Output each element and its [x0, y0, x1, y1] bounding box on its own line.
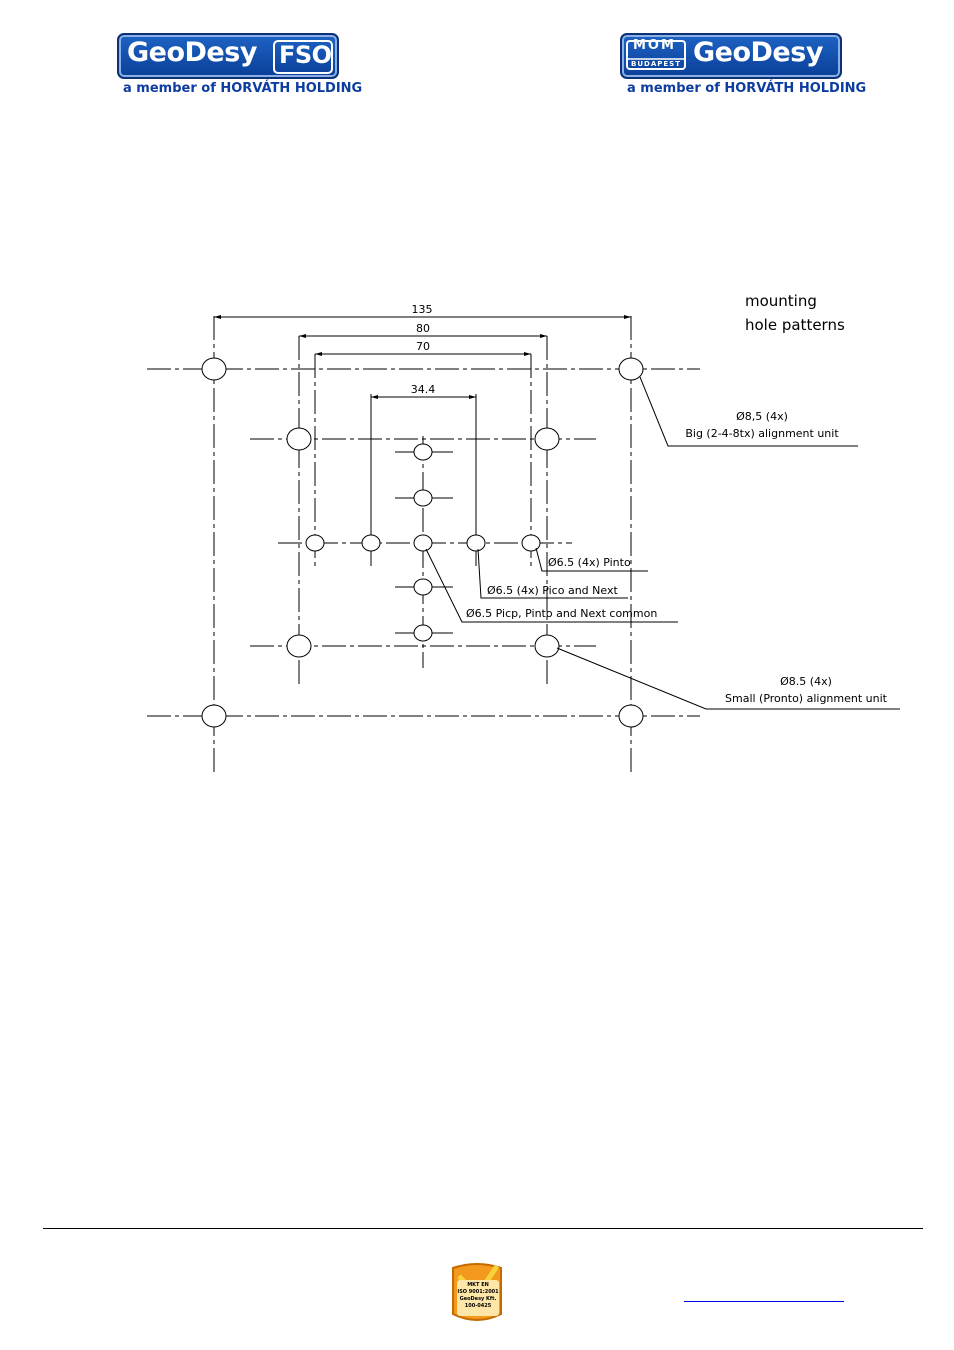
hole-pico-right — [466, 534, 486, 552]
leader-common — [425, 548, 678, 623]
hole-big-tr — [618, 357, 644, 381]
label-small-1: Ø8.5 (4x) — [780, 675, 832, 688]
hole-pico-bottom — [413, 624, 433, 642]
hole-pinto-right — [521, 534, 541, 552]
hole-common — [413, 534, 433, 552]
hole-big-tl — [201, 357, 227, 381]
arrowhead — [624, 315, 631, 319]
dimension-lines — [214, 316, 631, 398]
label-small-2: Small (Pronto) alignment unit — [725, 692, 888, 705]
hole-pinto-bottom — [413, 578, 433, 596]
hole-pinto-left — [305, 534, 325, 552]
logo-fso-box — [273, 40, 333, 74]
logo-brand: GeoDesy — [693, 37, 823, 68]
mom-emblem-icon — [626, 40, 686, 70]
footer-divider — [43, 1228, 923, 1229]
label-common: Ø6.5 Picp, Pinto and Next common — [466, 607, 657, 620]
leader-lines — [425, 376, 900, 710]
mom-emblem-sub: BUDAPEST — [631, 60, 681, 68]
leader-big — [639, 376, 858, 447]
hole-big-br — [618, 704, 644, 728]
hole-pico-left — [361, 534, 381, 552]
arrowhead — [299, 334, 306, 338]
drawing-title-line1: mounting — [745, 292, 817, 310]
logo-subtitle: a member of HORVÁTH HOLDING — [627, 81, 867, 96]
leader-small — [556, 647, 900, 710]
dim-label-34: 34.4 — [411, 383, 436, 396]
geodesy-fso-logo: GeoDesy FSO a member of HORVÁTH HOLDING — [117, 33, 362, 97]
certificate-badge-icon — [452, 1263, 502, 1321]
arrowhead — [315, 352, 322, 356]
leader-pico — [477, 548, 628, 599]
cert-line: ISO 9001:2001 — [457, 1289, 499, 1295]
logo-fso-tag: FSO — [279, 41, 332, 69]
dim-label-80: 80 — [416, 322, 430, 335]
drawing-title-line2: hole patterns — [745, 316, 845, 334]
dim-label-135: 135 — [412, 303, 433, 316]
dim-label-70: 70 — [416, 340, 430, 353]
hole-pinto-top — [413, 489, 433, 507]
leader-pinto — [535, 547, 648, 572]
label-big-1: Ø8,5 (4x) — [736, 410, 788, 423]
cert-line: MKT EN — [467, 1282, 489, 1288]
hole-small-bl — [286, 634, 312, 658]
hole-small-br — [534, 634, 560, 658]
hole-small-tl — [286, 427, 312, 451]
arrowhead — [371, 395, 378, 399]
mom-geodesy-logo: MOM BUDAPEST GeoDesy a member of HORVÁTH… — [620, 33, 866, 97]
logo-brand: GeoDesy — [127, 37, 257, 68]
logo-subtitle: a member of HORVÁTH HOLDING — [123, 81, 363, 96]
arrowhead — [524, 352, 531, 356]
hole-pico-top — [413, 443, 433, 461]
label-pico: Ø6.5 (4x) Pico and Next — [487, 584, 618, 597]
website-link[interactable] — [684, 1301, 844, 1302]
hole-big-bl — [201, 704, 227, 728]
cert-line: 100-0425 — [464, 1303, 492, 1309]
arrowhead — [214, 315, 221, 319]
label-pinto: Ø6.5 (4x) Pinto — [548, 556, 631, 569]
iso-certification-seal: MKT EN ISO 9001:2001 GeoDesy Kft. 100-04… — [447, 1262, 507, 1324]
mom-emblem-text: MOM — [633, 38, 676, 53]
hole-small-tr — [534, 427, 560, 451]
cert-line: GeoDesy Kft. — [459, 1296, 497, 1302]
arrowhead — [469, 395, 476, 399]
label-big-2: Big (2-4-8tx) alignment unit — [685, 427, 839, 440]
arrowhead — [540, 334, 547, 338]
